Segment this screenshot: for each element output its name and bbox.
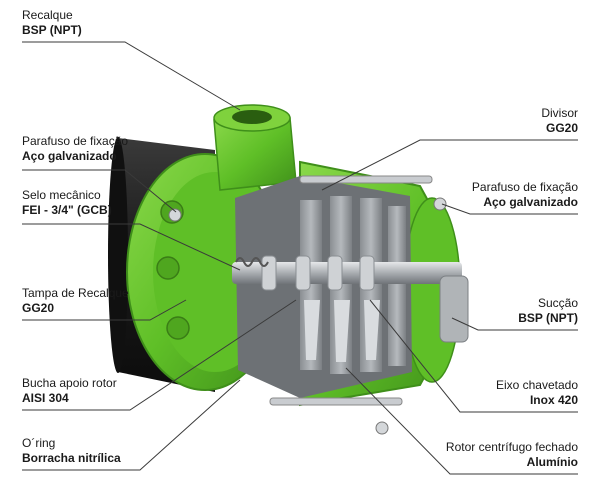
callout-rotor-part: Rotor centrífugo fechado [445,440,578,454]
callout-succao-material: BSP (NPT) [518,311,578,325]
callout-tampa: Tampa de Recalque GG20 [22,286,129,316]
leader-selo [22,223,241,271]
callout-tampa-material: GG20 [22,301,55,315]
callout-rotor: Rotor centrífugo fechado Alumínio [446,440,578,470]
leader-bucha [22,299,297,411]
callout-oring: O´ring Borracha nitrílica [22,436,121,466]
callout-succao: Sucção BSP (NPT) [518,296,578,326]
fixing-bolt-left [168,208,182,222]
leader-parafuso-left [22,169,177,213]
callout-bucha-material: AISI 304 [22,391,69,405]
leader-eixo [369,299,578,413]
leader-parafuso-right [441,203,578,215]
callout-eixo-material: Inox 420 [529,393,578,407]
callout-tampa-part: Tampa de Recalque [22,286,129,300]
callout-recalque: Recalque BSP (NPT) [22,8,82,38]
callout-divisor: Divisor GG20 [541,106,578,136]
callout-oring-material: Borracha nitrílica [22,451,121,465]
callout-parafuso-right: Parafuso de fixação Aço galvanizado [472,180,578,210]
callout-succao-part: Sucção [537,296,578,310]
callout-divisor-material: GG20 [545,121,578,135]
callout-recalque-material: BSP (NPT) [22,23,82,37]
callout-divisor-part: Divisor [541,106,578,120]
leader-lines [22,41,578,475]
leader-divisor [321,139,578,191]
callout-oring-part: O´ring [22,436,56,450]
leader-recalque [22,41,241,111]
callout-parafuso-right-part: Parafuso de fixação [471,180,578,194]
callout-selo-part: Selo mecânico [22,188,101,202]
callout-bucha: Bucha apoio rotor AISI 304 [22,376,117,406]
callout-parafuso-left-part: Parafuso de fixação [22,134,129,148]
callout-parafuso-right-material: Aço galvanizado [483,195,578,209]
callout-eixo: Eixo chavetado Inox 420 [496,378,578,408]
callout-parafuso-left-material: Aço galvanizado [22,149,117,163]
callout-parafuso-left: Parafuso de fixação Aço galvanizado [22,134,128,164]
discharge-nozzle [213,104,297,191]
callout-eixo-part: Eixo chavetado [495,378,578,392]
callout-recalque-part: Recalque [22,8,73,22]
callout-bucha-part: Bucha apoio rotor [22,376,117,390]
callout-selo-material: FEI - 3/4" (GCB) [22,203,112,217]
cutaway-section [235,176,412,398]
leader-tampa [22,299,187,321]
callout-selo: Selo mecânico FEI - 3/4" (GCB) [22,188,112,218]
callout-rotor-material: Alumínio [526,455,578,469]
shaft [232,255,469,343]
tie-rods [269,175,447,435]
leader-succao [451,317,578,331]
leader-oring [22,379,241,471]
leader-rotor [345,367,578,475]
